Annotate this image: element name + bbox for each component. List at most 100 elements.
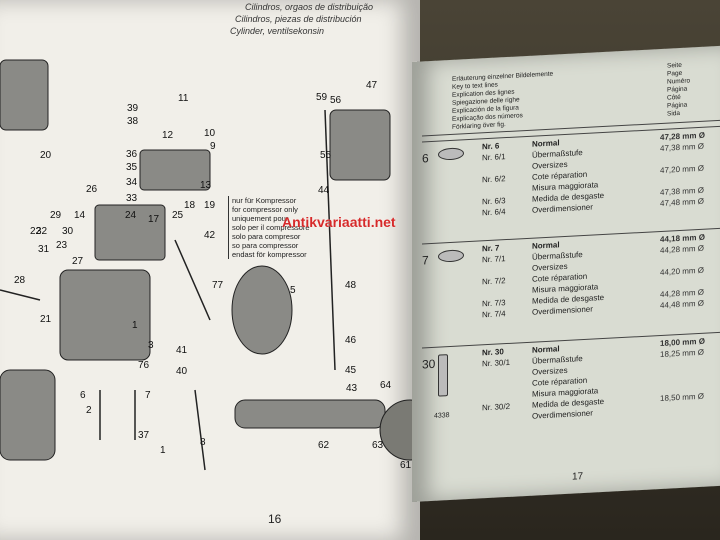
- part-number-label: 47: [366, 80, 378, 91]
- pushrod-drawing: [324, 109, 336, 371]
- row-description: Overdimensioner: [532, 304, 593, 317]
- row-description: Cote réparation: [532, 375, 588, 388]
- part-number-label: 18: [184, 200, 196, 211]
- piston-drawing: [0, 369, 56, 461]
- part-number-label: 36: [126, 149, 138, 160]
- part-number-label: 77: [212, 280, 224, 291]
- part-number-label: 28: [14, 275, 26, 286]
- part-thumbnail-icon: [438, 147, 464, 161]
- row-description: Overdimensioner: [532, 408, 593, 421]
- part-number-label: 20: [40, 150, 52, 161]
- row-measure: 47,38 mm Ø: [660, 141, 705, 154]
- part-number-label: 63: [372, 440, 384, 451]
- right-header-col-line: Página: [667, 85, 688, 94]
- part-number-label: 48: [345, 280, 357, 291]
- cylinder-block-drawing: [59, 269, 151, 361]
- row-description: Oversizes: [532, 365, 568, 377]
- left-page-exploded-diagram: Cilindros, orgaos de distribuição Cilind…: [0, 0, 420, 540]
- part-number-label: 2: [86, 405, 92, 416]
- row-measure: 44,48 mm Ø: [660, 298, 705, 311]
- part-number-label: 23: [56, 240, 68, 251]
- side-code: 4338: [434, 412, 450, 420]
- row-measure: 18,00 mm Ø: [660, 336, 705, 349]
- part-number-label: 55: [320, 150, 332, 161]
- right-header-col-line: Page: [667, 69, 683, 78]
- row-code: Nr. 6/4: [482, 207, 506, 218]
- right-page-number: 17: [572, 471, 584, 483]
- part-number-label: 11: [178, 93, 189, 104]
- row-code: Nr. 7/2: [482, 276, 506, 287]
- row-code: Nr. 30/2: [482, 401, 511, 413]
- part-number-label: 8: [200, 437, 206, 448]
- row-description: Cote réparation: [532, 271, 588, 284]
- part-number-label: 43: [346, 383, 358, 394]
- gear-drawing: [379, 399, 420, 461]
- right-header-line: Förklaring över fig.: [452, 121, 506, 131]
- row-measure: 47,38 mm Ø: [660, 185, 705, 198]
- part-number-label: 44: [318, 185, 330, 196]
- part-number-label: 10: [204, 128, 216, 139]
- left-header-line-1: Cilindros, orgaos de distribuição: [245, 2, 374, 12]
- cylinder-barrel-drawing: [231, 265, 293, 355]
- part-number-label: 39: [127, 103, 139, 114]
- row-measure: 47,20 mm Ø: [660, 163, 705, 176]
- part-number-label: 35: [126, 162, 138, 173]
- row-code: Nr. 6/2: [482, 174, 506, 185]
- part-number-label: 1: [160, 445, 166, 456]
- long-bolt-drawing: [194, 389, 206, 471]
- tube-drawing: [174, 239, 211, 321]
- part-number-label: 6: [80, 390, 86, 401]
- part-number-label: 3: [148, 340, 154, 351]
- row-code: Nr. 6/1: [482, 152, 506, 163]
- row-description: Normal: [532, 344, 560, 355]
- row-description: Cote réparation: [532, 169, 588, 182]
- row-measure: 44,20 mm Ø: [660, 265, 705, 278]
- row-code: Nr. 7/3: [482, 298, 506, 309]
- compressor-note-text: nur für Kompressor for compressor only u…: [232, 196, 310, 259]
- part-number-label: 9: [210, 141, 216, 152]
- bolt-drawing: [0, 289, 41, 301]
- row-measure: 44,18 mm Ø: [660, 232, 705, 245]
- part-number-label: 1: [132, 320, 138, 331]
- part-number-label: 26: [86, 184, 98, 195]
- part-number-label: 41: [176, 345, 188, 356]
- group-label: 30: [422, 356, 436, 372]
- right-header-col-line: Sida: [667, 109, 681, 118]
- row-measure: 18,50 mm Ø: [660, 391, 705, 404]
- row-code: Nr. 7: [482, 243, 500, 254]
- row-description: Overdimensioner: [532, 202, 593, 215]
- row-code: Nr. 7/4: [482, 309, 506, 320]
- part-number-label: 42: [204, 230, 216, 241]
- part-thumbnail-icon: [438, 354, 448, 397]
- part-number-label: 37: [138, 430, 150, 441]
- row-description: Übermaßstufe: [532, 354, 583, 366]
- row-code: Nr. 30/1: [482, 357, 511, 369]
- part-number-label: 19: [204, 200, 216, 211]
- group-label: 7: [422, 253, 429, 268]
- part-number-label: 29: [50, 210, 62, 221]
- part-number-label: 13: [200, 180, 212, 191]
- watermark-text: Antikvariaatti.net: [282, 214, 396, 230]
- compressor-note: nur für Kompressor for compressor only u…: [228, 196, 330, 259]
- row-measure: 44,28 mm Ø: [660, 287, 705, 300]
- engine-exploded-drawing: [0, 59, 420, 471]
- part-number-label: 22: [30, 226, 42, 237]
- row-code: Nr. 30: [482, 347, 504, 358]
- part-number-label: 17: [148, 214, 160, 225]
- part-number-label: 38: [127, 116, 139, 127]
- row-description: Normal: [532, 138, 560, 149]
- part-number-label: 21: [40, 314, 52, 325]
- part-number-label: 5: [290, 285, 296, 296]
- row-measure: 44,28 mm Ø: [660, 243, 705, 256]
- right-header-col-line: Côté: [667, 93, 681, 102]
- row-measure: 18,25 mm Ø: [660, 347, 705, 360]
- left-page-number: 16: [268, 512, 282, 526]
- distributor-housing-drawing: [329, 109, 391, 181]
- left-header-line-3: Cylinder, ventilsekonsin: [230, 26, 325, 36]
- row-description: Medida de desgaste: [532, 292, 605, 306]
